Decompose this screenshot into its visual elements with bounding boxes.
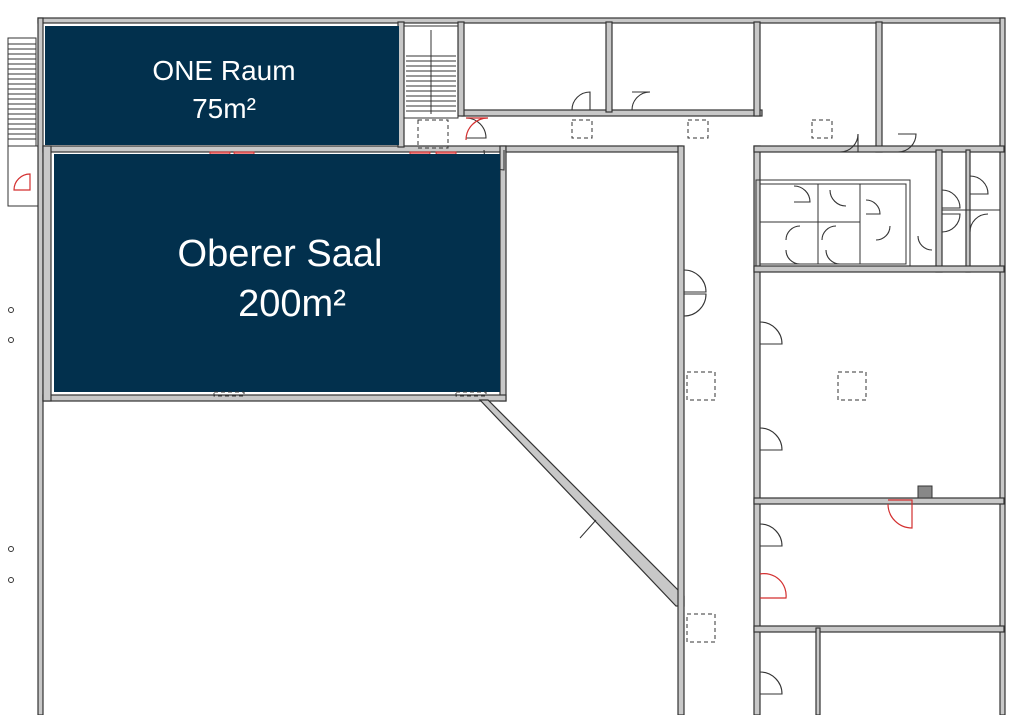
- doors: [465, 91, 989, 695]
- ceiling-markers: [417, 119, 867, 643]
- oberer-saal-area: 200m²: [238, 283, 346, 325]
- hall-walls: [42, 21, 507, 402]
- room-oberer-saal[interactable]: Oberer Saal 200m²: [54, 154, 500, 392]
- one-raum-name: ONE Raum: [152, 55, 295, 86]
- central-staircase: [403, 25, 459, 119]
- oberer-saal-name: Oberer Saal: [178, 233, 383, 275]
- one-raum-area: 75m²: [192, 93, 256, 124]
- room-one-raum[interactable]: ONE Raum 75m²: [45, 26, 399, 145]
- outer-walls: [37, 17, 1006, 715]
- right-rooms: [753, 149, 1005, 715]
- diagonal-wall: [478, 399, 685, 607]
- edge-markers: [8, 307, 14, 583]
- corridor-walls: [457, 21, 1005, 715]
- left-staircase: [7, 37, 39, 207]
